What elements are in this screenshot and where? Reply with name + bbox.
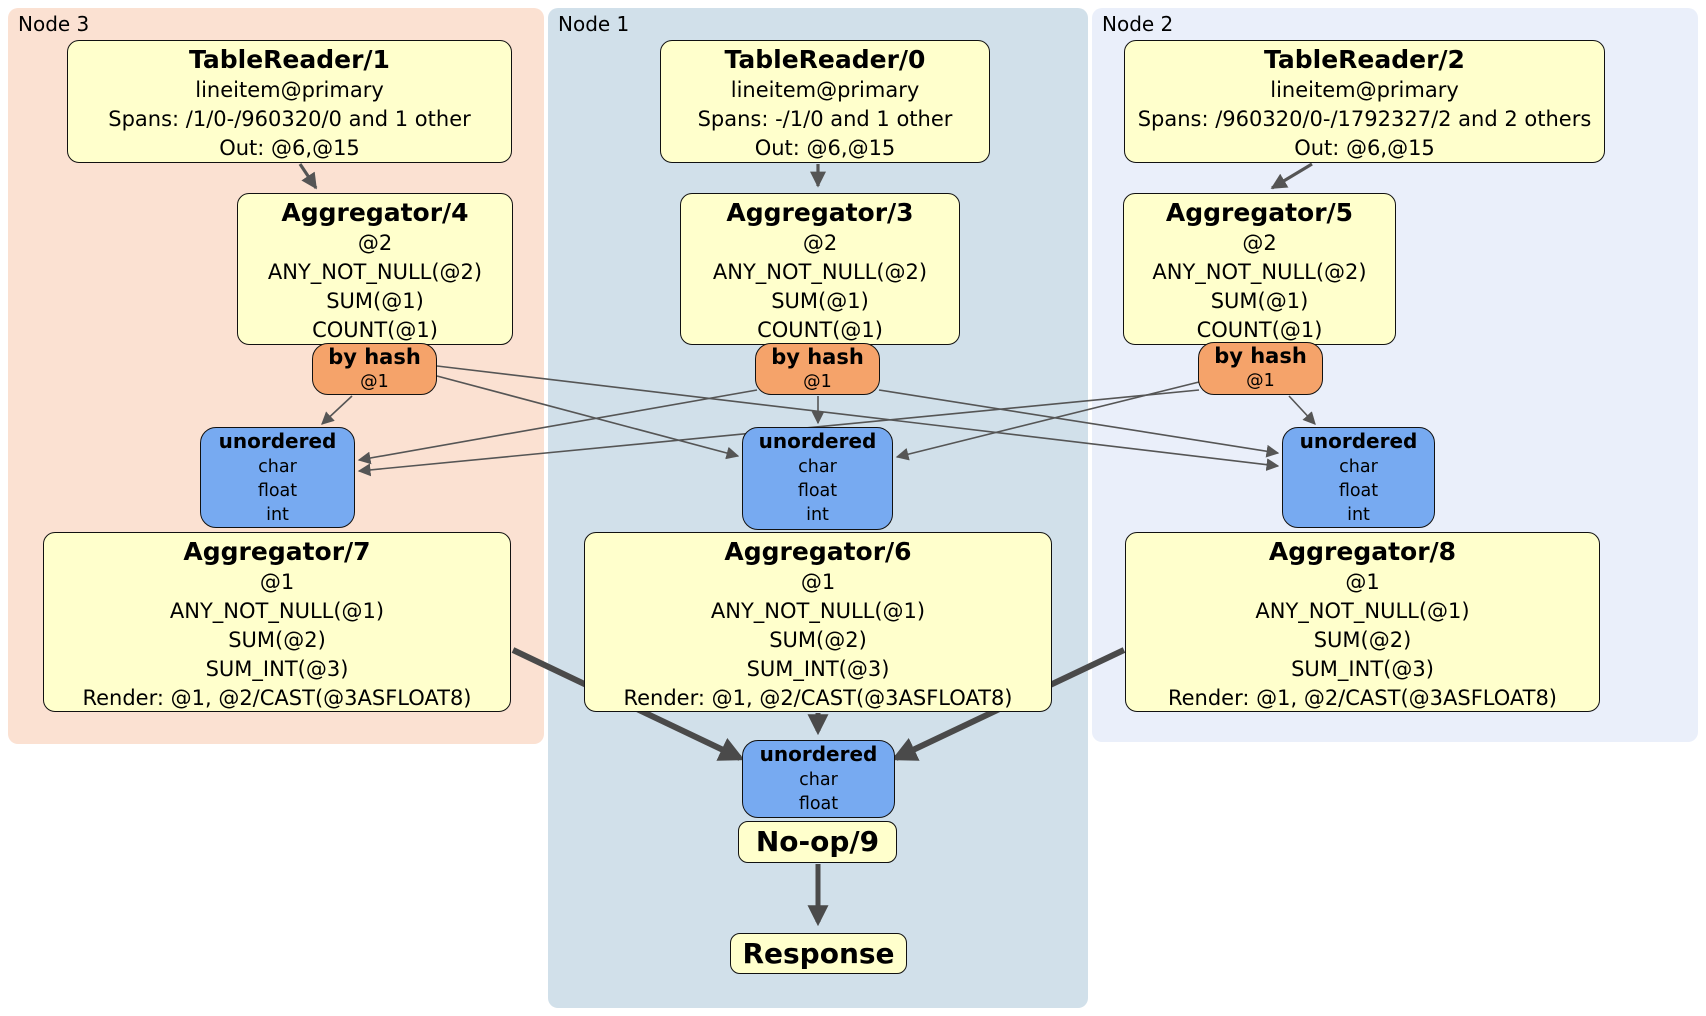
processor-title: Aggregator/8: [1268, 537, 1457, 566]
processor-title: TableReader/0: [724, 45, 926, 74]
processor-aggregator-7: Aggregator/7 @1 ANY_NOT_NULL(@1) SUM(@2)…: [43, 532, 511, 712]
router-by-hash-node2: by hash @1: [1198, 342, 1323, 395]
processor-aggregator-4: Aggregator/4 @2 ANY_NOT_NULL(@2) SUM(@1)…: [237, 193, 513, 345]
processor-title: TableReader/2: [1264, 45, 1465, 74]
router-title: by hash: [328, 345, 421, 369]
processor-title: Aggregator/5: [1165, 198, 1354, 227]
sync-title: unordered: [1299, 429, 1418, 453]
panel-node2-label: Node 2: [1102, 12, 1174, 36]
sync-title: unordered: [218, 429, 337, 453]
processor-tablereader-1: TableReader/1 lineitem@primary Spans: /1…: [67, 40, 512, 163]
router-by-hash-node1: by hash @1: [755, 343, 880, 395]
router-title: by hash: [771, 345, 864, 369]
processor-title: No-op/9: [755, 825, 880, 858]
sync-title: unordered: [758, 429, 877, 453]
processor-noop-9: No-op/9: [738, 821, 897, 863]
router-title: by hash: [1214, 344, 1307, 368]
panel-node3-label: Node 3: [18, 12, 90, 36]
processor-tablereader-2: TableReader/2 lineitem@primary Spans: /9…: [1124, 40, 1605, 163]
processor-title: Response: [742, 937, 895, 970]
processor-title: Aggregator/4: [281, 198, 469, 227]
processor-aggregator-8: Aggregator/8 @1 ANY_NOT_NULL(@1) SUM(@2)…: [1125, 532, 1600, 712]
processor-tablereader-0: TableReader/0 lineitem@primary Spans: -/…: [660, 40, 990, 163]
sync-unordered-node3: unordered char float int: [200, 427, 355, 528]
processor-aggregator-3: Aggregator/3 @2 ANY_NOT_NULL(@2) SUM(@1)…: [680, 193, 960, 345]
processor-aggregator-5: Aggregator/5 @2 ANY_NOT_NULL(@2) SUM(@1)…: [1123, 193, 1396, 345]
router-by-hash-node3: by hash @1: [312, 343, 437, 395]
processor-title: Aggregator/7: [183, 537, 371, 566]
sync-title: unordered: [759, 742, 878, 766]
processor-title: Aggregator/3: [726, 198, 914, 227]
panel-node1-label: Node 1: [558, 12, 630, 36]
sync-unordered-final: unordered char float: [742, 740, 895, 818]
processor-response: Response: [730, 933, 907, 974]
processor-aggregator-6: Aggregator/6 @1 ANY_NOT_NULL(@1) SUM(@2)…: [584, 532, 1052, 712]
processor-title: Aggregator/6: [724, 537, 912, 566]
sync-unordered-node1: unordered char float int: [742, 427, 893, 530]
sync-unordered-node2: unordered char float int: [1282, 427, 1435, 528]
processor-title: TableReader/1: [189, 45, 390, 74]
